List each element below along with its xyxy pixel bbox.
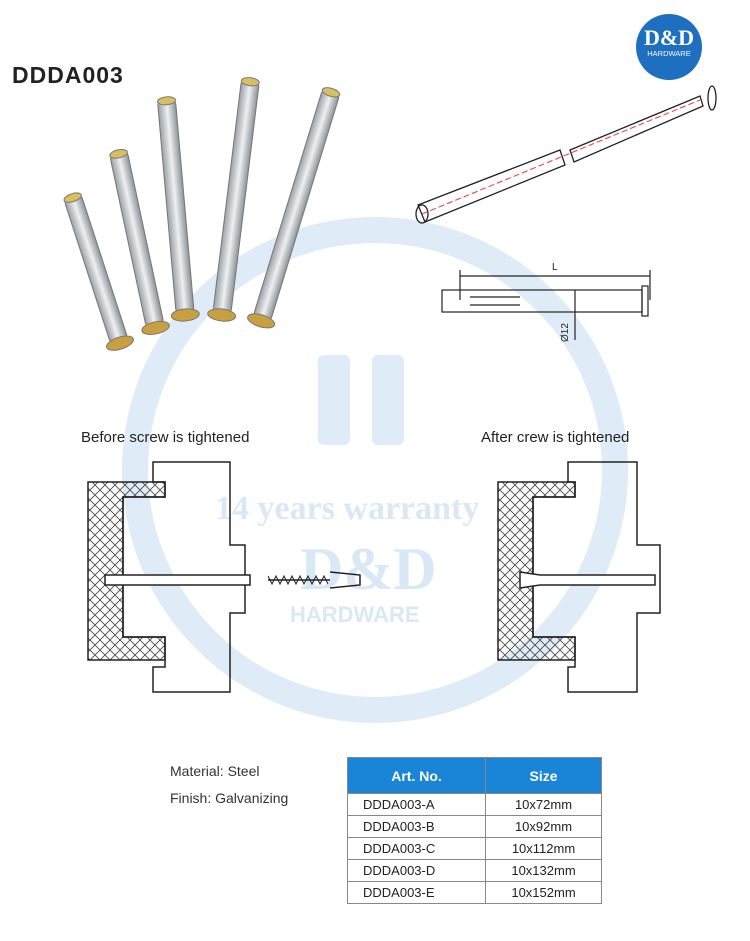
product-code-title: DDDA003 <box>12 62 124 88</box>
dimension-length-label: L <box>552 262 558 273</box>
art-no-cell: DDDA003-A <box>347 793 486 816</box>
dimension-diameter-label: Ø12 <box>560 323 571 342</box>
size-cell: 10x72mm <box>485 793 602 816</box>
art-no-cell: DDDA003-D <box>347 859 486 882</box>
before-installation-drawing <box>87 461 361 693</box>
art-no-cell: DDDA003-B <box>347 815 486 838</box>
anchor-photo <box>63 77 341 351</box>
size-cell: 10x132mm <box>485 859 602 882</box>
brand-logo: D&D HARDWARE <box>636 14 702 80</box>
logo-text: D&D <box>643 25 695 50</box>
column-header-art-no: Art. No. <box>347 757 486 794</box>
size-cell: 10x152mm <box>485 881 602 904</box>
dimension-drawing <box>441 270 651 340</box>
size-cell: 10x112mm <box>485 837 602 860</box>
size-cell: 10x92mm <box>485 815 602 838</box>
finish-spec: Finish: Galvanizing <box>170 790 289 806</box>
table-header-row: Art. No. Size <box>347 757 602 794</box>
after-installation-drawing <box>497 461 661 693</box>
art-no-cell: DDDA003-C <box>347 837 486 860</box>
exploded-drawing <box>415 85 717 224</box>
after-caption: After crew is tightened <box>481 429 630 446</box>
before-caption: Before screw is tightened <box>81 429 250 446</box>
material-spec: Material: Steel <box>170 763 260 779</box>
art-no-cell: DDDA003-E <box>347 881 486 904</box>
column-header-size: Size <box>485 757 602 794</box>
logo-subtext: HARDWARE <box>647 49 691 58</box>
